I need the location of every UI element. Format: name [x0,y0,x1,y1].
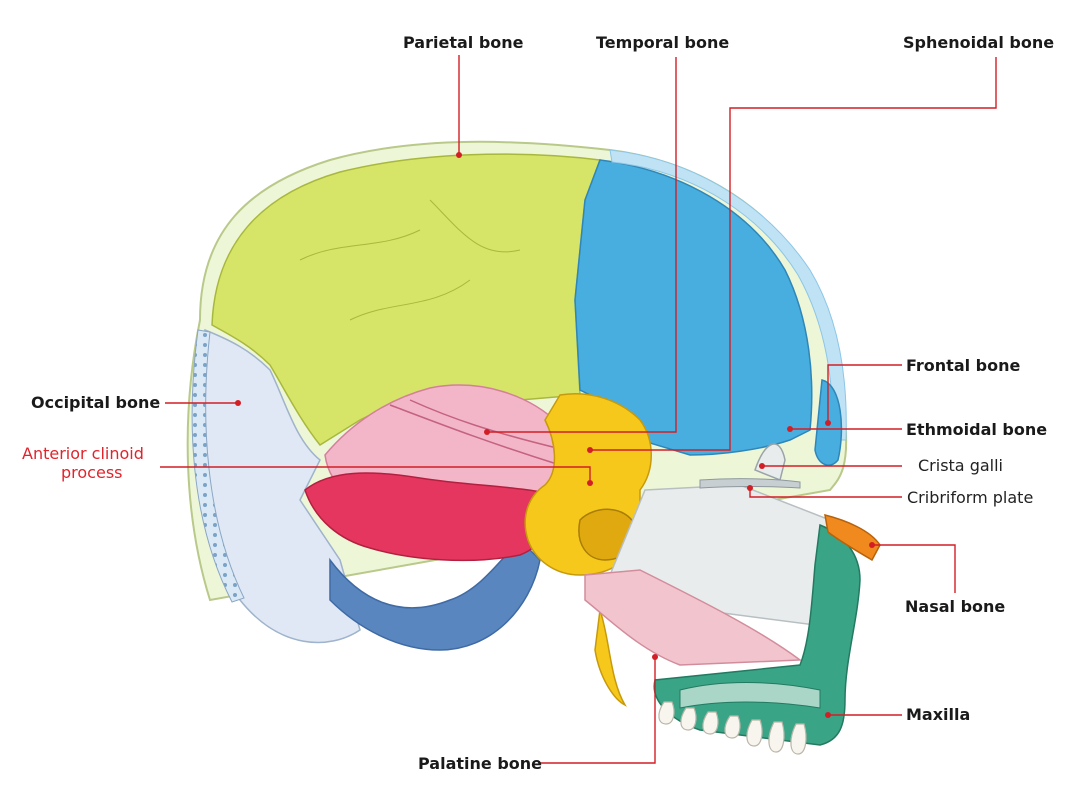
nasal-bone [824,513,881,562]
label-nasal-bone: Nasal bone [905,597,1006,616]
label-frontal-bone: Frontal bone [906,356,1021,375]
leader-sphenoidal [590,57,997,451]
label-palatine-bone: Palatine bone [418,754,543,773]
label-anterior-clinoid-line2: process [61,463,123,482]
leader-palatine [540,657,656,764]
crista-galli [754,443,786,482]
parietal-bone [211,153,602,446]
leader-dots [235,152,875,718]
label-anterior-clinoid-line1: Anterior clinoid [22,444,144,463]
teeth [658,701,807,755]
label-occipital-bone: Occipital bone [31,393,161,412]
label-temporal-bone: Temporal bone [596,33,730,52]
label-ethmoidal-bone: Ethmoidal bone [906,420,1048,439]
palatine-bone [584,569,803,666]
pterygoid-process [594,609,627,707]
leader-frontal [827,364,902,423]
maxilla-spongy [679,682,821,709]
leader-nasal [872,544,956,593]
label-parietal-bone: Parietal bone [403,33,524,52]
leader-lines [160,55,997,764]
label-cribriform-plate: Cribriform plate [907,488,1034,507]
label-sphenoidal-bone: Sphenoidal bone [903,33,1055,52]
cribriform-plate [699,478,801,489]
leader-temporal [487,57,677,433]
frontal-bone [574,159,813,456]
leader-anterior-clinoid [160,466,591,483]
label-crista-galli: Crista galli [918,456,1003,475]
occipital-spongy-border [191,329,245,603]
label-maxilla: Maxilla [906,705,971,724]
occipital-base [329,538,541,651]
